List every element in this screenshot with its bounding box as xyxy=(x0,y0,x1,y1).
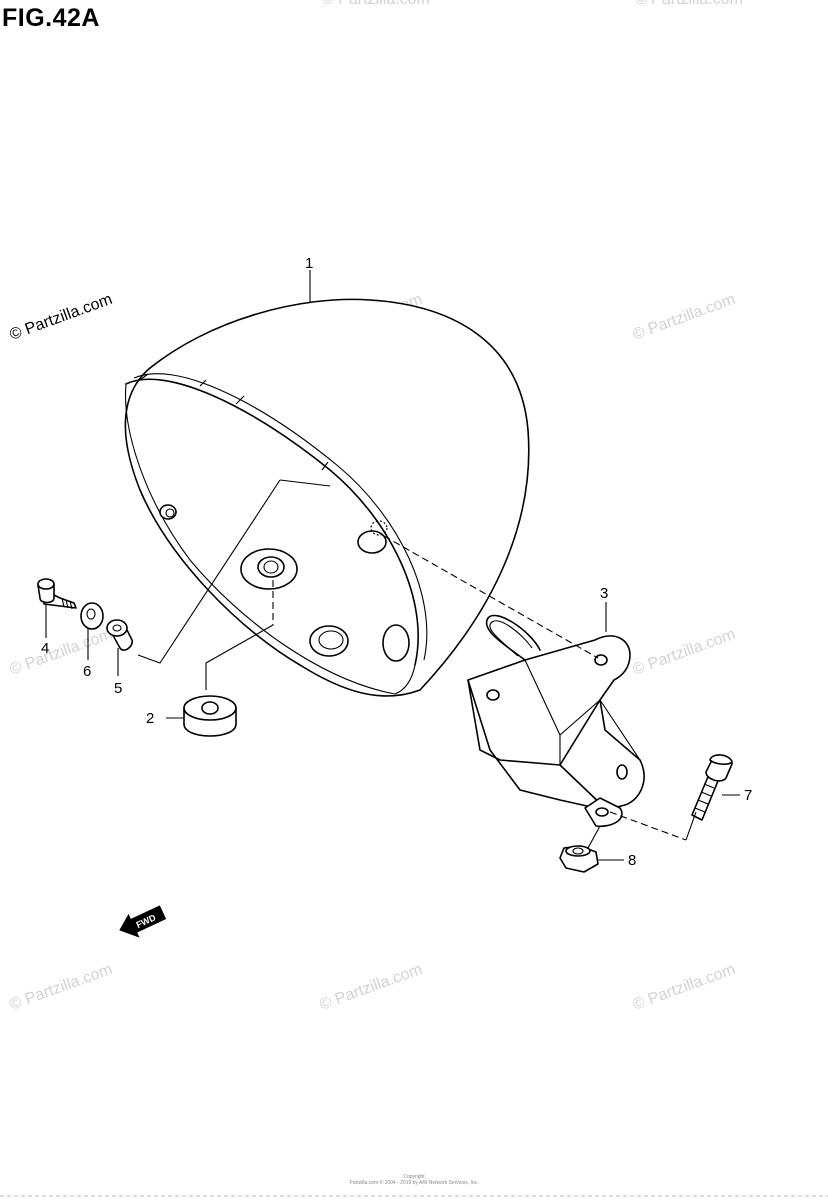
callouts: 1 2 3 4 5 6 7 8 xyxy=(41,255,752,869)
callout-4: 4 xyxy=(41,640,49,657)
headlight-housing xyxy=(124,298,530,697)
headlight-bracket xyxy=(467,614,645,828)
footer-copyright: Copyright Partzilla.com © 2004 - 2019 by… xyxy=(0,1174,828,1197)
flange-nut-8 xyxy=(559,845,599,873)
bolt-7 xyxy=(691,754,733,821)
leader-lines xyxy=(45,270,740,861)
watermark: © Partzilla.com xyxy=(8,291,115,344)
watermark: © Partzilla.com xyxy=(635,0,743,8)
copyright-line-1: Copyright xyxy=(403,1174,425,1180)
callout-6: 6 xyxy=(83,663,91,680)
watermark: © Partzilla.com xyxy=(631,291,738,344)
collar-5 xyxy=(106,619,134,651)
callout-3: 3 xyxy=(600,585,608,602)
washer-6 xyxy=(80,602,104,630)
watermark: © Partzilla.com xyxy=(318,961,425,1014)
watermark: © Partzilla.com xyxy=(8,626,115,679)
watermark: © Partzilla.com xyxy=(631,626,738,679)
rubber-grommet xyxy=(183,695,237,737)
callout-1: 1 xyxy=(305,255,313,272)
callout-2: 2 xyxy=(146,710,154,727)
copyright-line-2: Partzilla.com © 2004 - 2019 by ARI Netwo… xyxy=(349,1179,478,1186)
fwd-arrow: FWD xyxy=(119,905,167,938)
callout-5: 5 xyxy=(114,680,122,697)
watermark: © Partzilla.com xyxy=(322,0,430,8)
watermark: © Partzilla.com xyxy=(631,961,738,1014)
bolt-4 xyxy=(37,578,77,610)
callout-7: 7 xyxy=(744,787,752,804)
figure-title: FIG.42A xyxy=(2,4,100,32)
watermark: © Partzilla.com xyxy=(8,961,115,1014)
callout-8: 8 xyxy=(628,852,636,869)
